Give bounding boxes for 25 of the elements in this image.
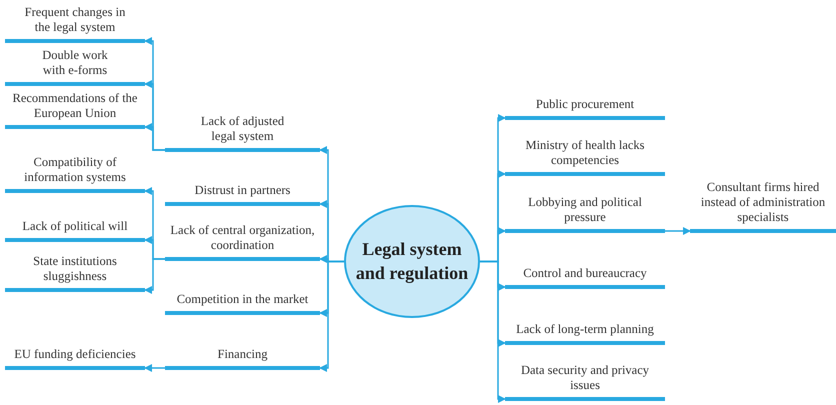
connector-arrow xyxy=(144,258,165,294)
topic-label: State institutions sluggishness xyxy=(32,254,118,284)
connector-arrow xyxy=(144,123,165,151)
topic-label: Distrust in partners xyxy=(194,183,290,198)
topic-label: EU funding deficiencies xyxy=(14,347,136,362)
topic-label: Frequent changes in the legal system xyxy=(24,5,126,35)
topic-label: Data security and privacy issues xyxy=(520,363,650,393)
central-topic-text: Legal system and regulation xyxy=(354,238,470,285)
topic-label: Control and bureaucracy xyxy=(523,266,647,281)
connector-arrow xyxy=(319,260,344,372)
topic-label: Public procurement xyxy=(536,97,634,112)
topic-label: Lack of adjusted legal system xyxy=(200,114,286,144)
topic-label: Lack of political will xyxy=(22,219,128,234)
topic-label: Double work with e-forms xyxy=(41,48,109,78)
topic-label: Lack of central organization, coordination xyxy=(169,223,316,253)
topic-label: Lobbying and political pressure xyxy=(527,195,643,225)
connector-arrow xyxy=(144,364,165,372)
topic-label: Ministry of health lacks competencies xyxy=(524,138,646,168)
topic-label: Lack of long-term planning xyxy=(516,322,654,337)
topic-label: Compatibility of information systems xyxy=(23,155,127,185)
topic-label: Recommendations of the European Union xyxy=(12,91,138,121)
topic-label: Competition in the market xyxy=(176,292,308,307)
topic-label: Consultant firms hired instead of administration specialists xyxy=(700,180,826,225)
topic-label: Financing xyxy=(218,347,268,362)
connector-arrow xyxy=(665,227,691,235)
